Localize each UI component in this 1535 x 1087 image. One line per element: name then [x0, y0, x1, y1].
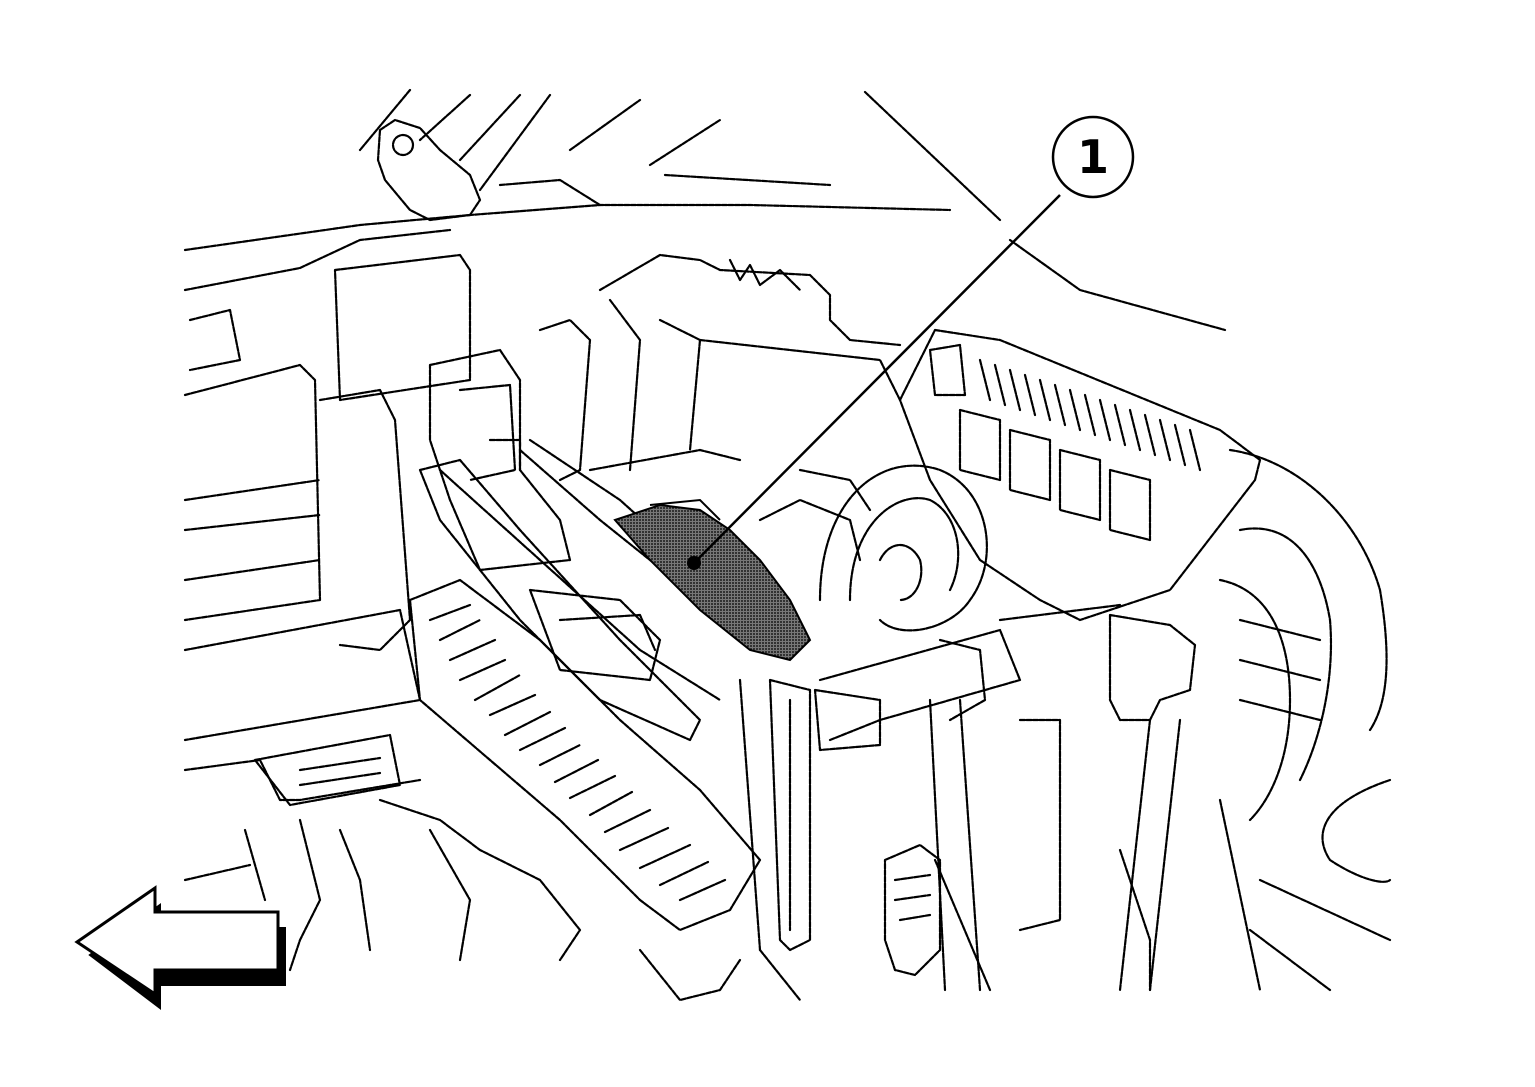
callout-leader-line: [693, 194, 1061, 564]
callout-number: 1: [1077, 130, 1109, 184]
callout-leader-dot: [687, 556, 701, 570]
top-bracket: [376, 118, 482, 222]
vertical-stay: [768, 678, 812, 952]
front-arrow: [74, 885, 286, 1011]
left-block: [183, 363, 322, 622]
harness-loop: [818, 464, 988, 632]
fuse-row: [978, 358, 1202, 472]
highlighted-component: [613, 503, 812, 662]
fuse-box: [898, 328, 1262, 622]
upper-cross-member: [183, 203, 952, 252]
angled-bracket: [418, 458, 702, 742]
line-art: [183, 88, 1392, 1002]
right-hose: [1228, 448, 1388, 732]
hanging-connector: [883, 843, 942, 977]
callout-1: 1: [1051, 115, 1135, 199]
bracket-hole: [391, 133, 415, 157]
right-clip: [1108, 613, 1197, 722]
callout-circle: [1051, 115, 1135, 199]
left-connector: [253, 733, 402, 807]
corrugated-conduit: [408, 578, 762, 932]
front-arrow-body: [74, 885, 280, 997]
